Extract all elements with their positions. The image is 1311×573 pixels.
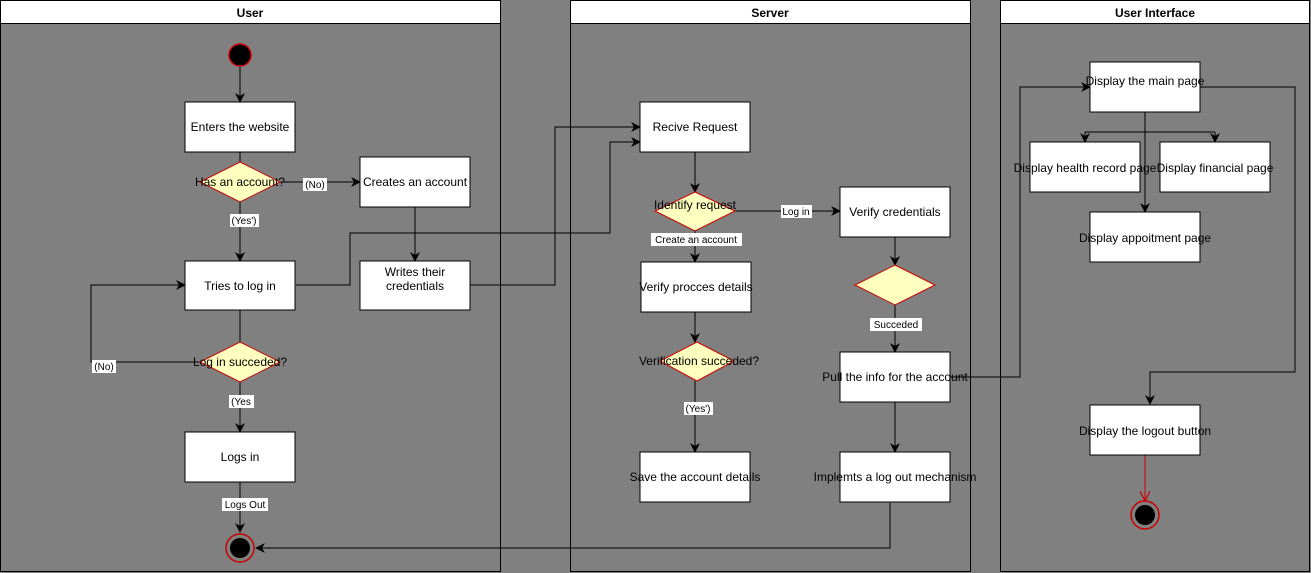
tries-login-node: Tries to log in bbox=[184, 260, 296, 311]
edge-logout-to-end bbox=[255, 503, 891, 553]
edge-label-succeeded: Succeded bbox=[870, 318, 922, 331]
pull-info-node: Pull the info for the account bbox=[822, 351, 968, 403]
lane-user-interface: User Interface bbox=[1000, 0, 1310, 572]
pull-info-label: Pull the info for the account bbox=[822, 370, 968, 384]
receive-request-node: Recive Request bbox=[639, 101, 751, 153]
logout-button-node: Display the logout button bbox=[1079, 404, 1211, 456]
login-succeeded-label: Log in succeded? bbox=[193, 355, 287, 369]
health-record-label: Display health record page bbox=[1014, 161, 1157, 175]
edge-main-to-logout-button bbox=[1145, 86, 1296, 405]
financial-page-label: Display financial page bbox=[1157, 161, 1274, 175]
save-account-label: Save the account details bbox=[630, 470, 761, 484]
identify-request-decision: Identify request bbox=[653, 191, 737, 232]
identify-request-label: Identify request bbox=[654, 198, 737, 212]
verification-succeeded-label: Verification succeded? bbox=[639, 354, 759, 368]
edge-label-succeeded-text: Succeded bbox=[874, 320, 918, 331]
verify-process-node: Verify procces details bbox=[639, 261, 753, 313]
edge-writes-to-request bbox=[470, 122, 641, 286]
lane-title-server: Server bbox=[751, 6, 789, 20]
edge-label-no-account-text: (No) bbox=[305, 180, 324, 191]
writes-credentials-label-line1: Writes their bbox=[385, 265, 445, 279]
edge-label-logs-out-text: Logs Out bbox=[225, 500, 266, 511]
enters-website-label: Enters the website bbox=[191, 120, 290, 134]
enters-website-node: Enters the website bbox=[184, 101, 296, 153]
login-succeeded-decision: Log in succeded? bbox=[193, 341, 287, 383]
lane-title-user: User bbox=[237, 6, 264, 20]
logout-mechanism-label: Implemts a log out mechanism bbox=[814, 470, 977, 484]
verification-succeeded-decision: Verification succeded? bbox=[639, 341, 759, 382]
edge-label-yes-account-text: (Yes') bbox=[232, 216, 257, 227]
verify-process-label: Verify procces details bbox=[639, 280, 752, 294]
save-account-node: Save the account details bbox=[630, 451, 761, 503]
has-account-decision: Has an account? bbox=[195, 161, 285, 203]
edge-label-logs-out: Logs Out bbox=[222, 498, 268, 511]
logs-in-node: Logs in bbox=[184, 431, 296, 483]
has-account-label: Has an account? bbox=[195, 175, 285, 189]
creates-account-label: Creates an account bbox=[363, 175, 468, 189]
edge-tries-to-request bbox=[296, 137, 641, 286]
edge-label-login-yes: (Yes bbox=[229, 395, 254, 408]
edge-label-create-account-text: Create an account bbox=[655, 235, 737, 246]
edge-label-login-yes-text: (Yes bbox=[231, 397, 251, 408]
credentials-decision bbox=[853, 264, 937, 306]
verify-credentials-label: Verify credentials bbox=[849, 205, 940, 219]
edge-label-log-in: Log in bbox=[781, 205, 812, 218]
edge-label-log-in-text: Log in bbox=[782, 207, 809, 218]
lane-user: User bbox=[0, 0, 501, 572]
lane-title-user-interface: User Interface bbox=[1115, 6, 1195, 20]
creates-account-node: Creates an account bbox=[359, 156, 471, 208]
start-node bbox=[228, 43, 252, 67]
edge-pull-to-main bbox=[950, 82, 1091, 378]
main-page-label: Display the main page bbox=[1086, 74, 1205, 88]
financial-page-node: Display financial page bbox=[1157, 141, 1274, 193]
edge-label-login-no-text: (No) bbox=[94, 362, 113, 373]
edge-label-create-account: Create an account bbox=[651, 233, 742, 246]
logout-mechanism-node: Implemts a log out mechanism bbox=[814, 451, 977, 503]
logout-button-label: Display the logout button bbox=[1079, 424, 1211, 438]
edge-label-verify-yes: (Yes') bbox=[684, 402, 713, 415]
tries-login-label: Tries to log in bbox=[204, 279, 276, 293]
writes-credentials-node: Writes their credentials bbox=[359, 260, 471, 311]
health-record-node: Display health record page bbox=[1014, 141, 1157, 193]
main-page-node: Display the main page bbox=[1086, 61, 1205, 113]
edges bbox=[90, 67, 1296, 553]
lane-server: Server bbox=[570, 0, 971, 572]
edge-label-login-no: (No) bbox=[92, 360, 116, 373]
end-node-user bbox=[225, 533, 255, 563]
edge-label-yes-account: (Yes') bbox=[230, 214, 259, 227]
edge-label-no-account: (No) bbox=[303, 178, 327, 191]
verify-credentials-node: Verify credentials bbox=[839, 186, 951, 238]
logs-in-label: Logs in bbox=[221, 450, 260, 464]
end-node-ui bbox=[1130, 500, 1160, 530]
edge-label-verify-yes-text: (Yes') bbox=[686, 404, 711, 415]
writes-credentials-label-line2: credentials bbox=[386, 279, 444, 293]
appointment-page-label: Display appoitment page bbox=[1079, 231, 1211, 245]
receive-request-label: Recive Request bbox=[653, 120, 738, 134]
appointment-page-node: Display appoitment page bbox=[1079, 211, 1211, 263]
edge-login-no-loop bbox=[90, 280, 200, 363]
